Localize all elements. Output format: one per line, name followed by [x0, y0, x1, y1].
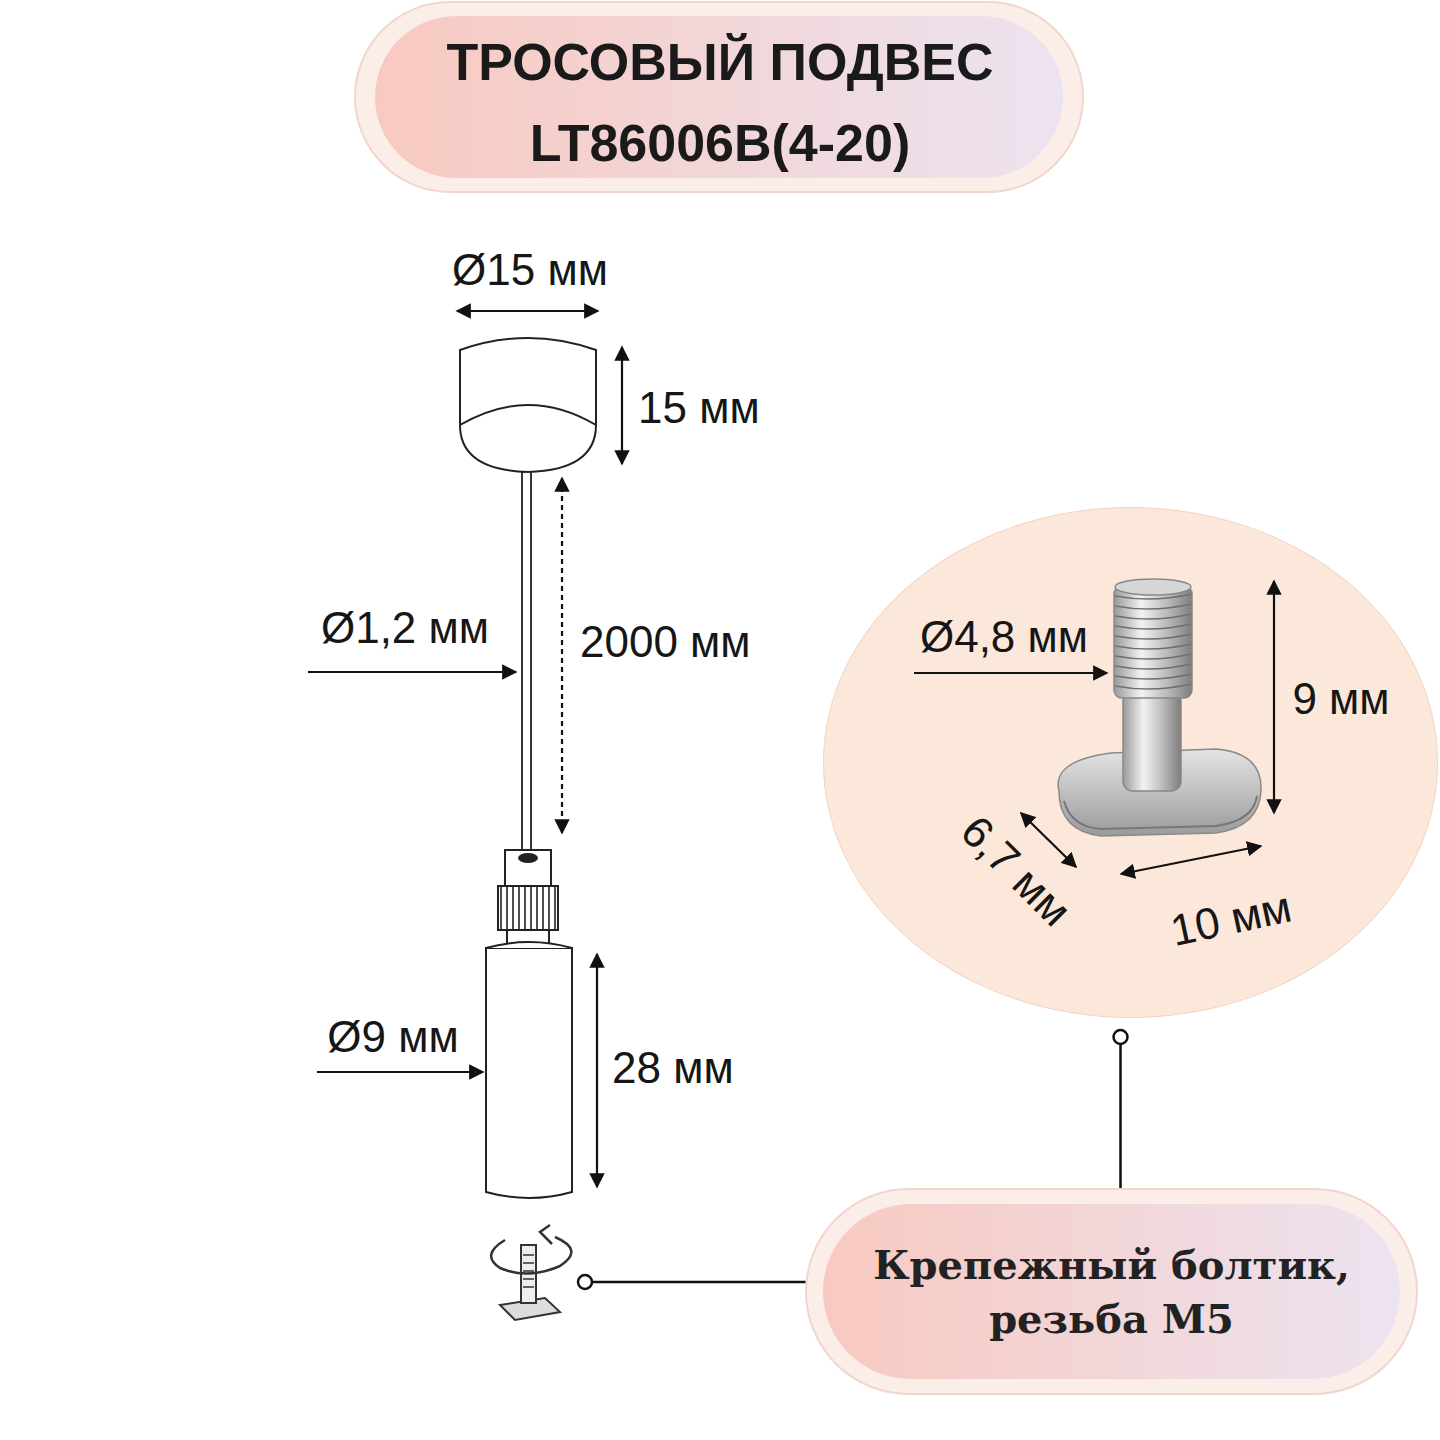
- bolt-illustration: [824, 508, 1439, 1019]
- bolt-shank: [1123, 691, 1181, 791]
- dimension-label: 15 мм: [638, 384, 760, 432]
- dimension-label: Ø15 мм: [452, 246, 608, 294]
- dimension-label: 2000 мм: [580, 618, 751, 666]
- dimension-label: 6,7 мм: [952, 807, 1081, 936]
- thread-line: [1115, 644, 1191, 649]
- caption-text: Крепежный болтик, резьба M5: [852, 1238, 1372, 1346]
- thread-line: [1115, 664, 1191, 669]
- thread-line: [1115, 624, 1191, 629]
- thread-line: [1115, 654, 1191, 659]
- thread-line: [1115, 674, 1191, 679]
- leader-line: [1114, 1030, 1128, 1192]
- dimension-label: Ø9 мм: [327, 1013, 458, 1061]
- thread-line: [1115, 604, 1191, 609]
- title-pill-outer: [355, 2, 1083, 192]
- cable: [522, 472, 531, 852]
- zoom-circle: Ø4,8 мм 9 мм 6,7 мм 10 мм: [823, 507, 1438, 1018]
- dimension-label: 28 мм: [612, 1044, 734, 1092]
- caption-pill: Крепежный болтик, резьба M5: [805, 1188, 1418, 1395]
- caption-pill-fill: [823, 1204, 1400, 1379]
- ceiling-cap: [460, 338, 596, 472]
- dimension-arrows: [308, 311, 622, 1187]
- dimension-label: Ø4,8 мм: [920, 613, 1088, 661]
- small-bolt: [491, 1225, 571, 1320]
- cable-grip: [498, 850, 558, 956]
- thread-line: [1115, 634, 1191, 639]
- dimension-label: Ø1,2 мм: [321, 604, 489, 652]
- dimension-label: 10 мм: [1166, 883, 1295, 956]
- cylinder-body: [486, 942, 572, 1198]
- bolt-thread: [1114, 586, 1192, 698]
- thread-line: [1115, 614, 1191, 619]
- title-text: ТРОСОВЫЙ ПОДВЕС LT86006B(4-20): [440, 22, 1000, 183]
- bolt-leader: [578, 1275, 810, 1289]
- thread-line: [1115, 684, 1191, 689]
- dimension-label: 9 мм: [1292, 675, 1389, 723]
- title: ТРОСОВЫЙ ПОДВЕС LT86006B(4-20): [360, 22, 1080, 183]
